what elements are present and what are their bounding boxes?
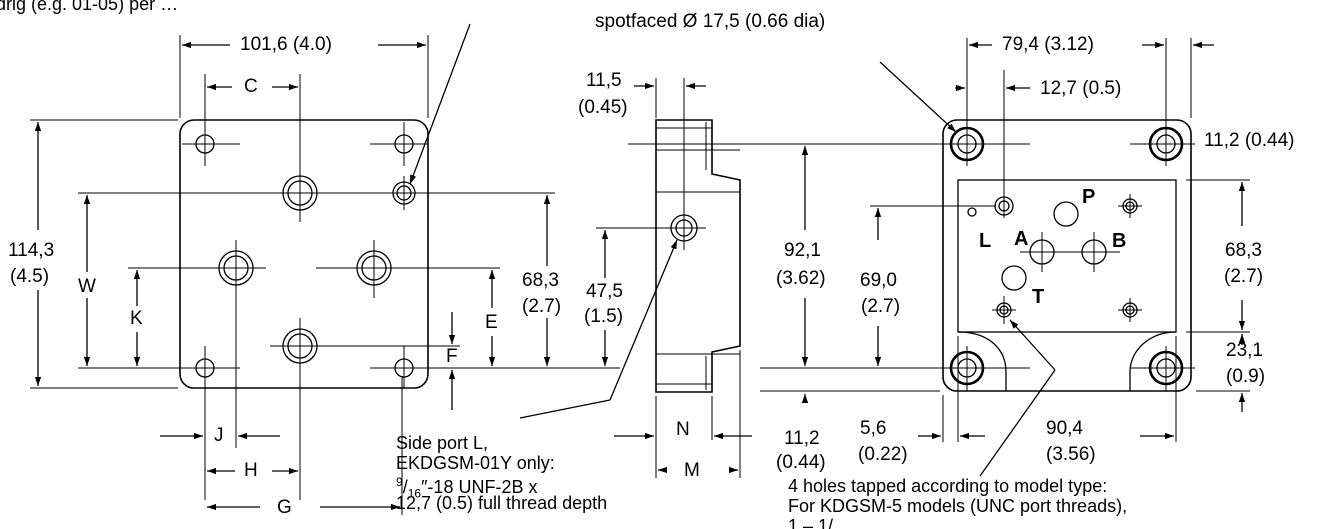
label-68-3-mm: 68,3 xyxy=(1225,240,1262,261)
right-plate-outline xyxy=(942,119,1192,392)
label-79-4: 79,4 (3.12) xyxy=(1002,34,1094,55)
tapped-note-line-3: 1 – 1/… xyxy=(788,516,852,529)
label-69-0-mm: 69,0 xyxy=(860,270,897,291)
label-overall-height-mm: 114,3 xyxy=(8,240,55,261)
label-69-0-in: (2.7) xyxy=(861,296,901,317)
label-e: E xyxy=(485,312,498,333)
port-label-l: L xyxy=(979,230,992,252)
thread-den: 16 xyxy=(407,486,422,501)
top-note-left: drig (e.g. 01-05) per … xyxy=(0,0,179,14)
label-f: F xyxy=(446,346,458,367)
label-h: H xyxy=(244,460,258,481)
side-profile xyxy=(655,119,741,393)
label-92-1-in: (3.62) xyxy=(776,268,826,289)
label-11-2-bottom-mm: 11,2 xyxy=(784,428,820,449)
label-11-2-top: 11,2 (0.44) xyxy=(1204,130,1295,151)
right-ports xyxy=(967,70,1142,324)
label-11-5-in: (0.45) xyxy=(578,97,628,118)
thread-num: 9 xyxy=(396,475,403,489)
port-label-a: A xyxy=(1014,228,1029,250)
label-11-2-bottom-in: (0.44) xyxy=(776,452,826,473)
port-label-p: P xyxy=(1082,186,1096,208)
label-overall-height-in: (4.5) xyxy=(10,266,50,287)
side-port-line-3: 9/16″-18 UNF-2B x xyxy=(396,475,538,501)
label-k: K xyxy=(130,308,143,329)
label-c: C xyxy=(244,76,258,97)
label-23-1-mm: 23,1 xyxy=(1226,340,1263,361)
label-90-4-mm: 90,4 xyxy=(1046,418,1083,439)
label-m: M xyxy=(684,460,700,481)
label-5-6-in: (0.22) xyxy=(858,444,908,465)
label-68-3-in: (2.7) xyxy=(1224,266,1264,287)
side-port-line-1: Side port L, xyxy=(396,433,489,453)
label-68-in-left: (2.7) xyxy=(522,296,562,317)
label-j: J xyxy=(214,425,224,446)
valve-mounting-face xyxy=(957,179,1177,333)
thread-suffix: ″-18 xyxy=(421,477,454,497)
label-11-5-mm: 11,5 xyxy=(586,70,622,91)
label-47-5-in: (1.5) xyxy=(584,306,624,327)
left-bolt-holes xyxy=(182,122,428,388)
right-view xyxy=(628,38,1250,477)
tapped-note-line-2: For KDGSM-5 models (UNC port threads), xyxy=(788,496,1128,516)
label-92-1-mm: 92,1 xyxy=(784,240,821,261)
label-n: N xyxy=(676,419,690,440)
label-12-7: 12,7 (0.5) xyxy=(1040,78,1122,99)
side-view xyxy=(519,78,752,478)
port-label-b: B xyxy=(1112,230,1127,252)
label-overall-width: 101,6 (4.0) xyxy=(240,34,332,55)
label-5-6-mm: 5,6 xyxy=(860,418,887,439)
thread-spec: UNF-2B x xyxy=(458,477,538,497)
label-w: W xyxy=(78,276,96,297)
left-plate-outline xyxy=(179,119,429,389)
left-view xyxy=(30,23,620,515)
label-68-mm-left: 68,3 xyxy=(522,270,559,291)
top-note-spotfaced: spotfaced Ø 17,5 (0.66 dia) xyxy=(595,11,826,32)
side-port-line-4: 12,7 (0.5) full thread depth xyxy=(396,493,608,513)
label-90-4-in: (3.56) xyxy=(1046,444,1096,465)
tapped-note-line-1: 4 holes tapped according to model type: xyxy=(788,476,1108,496)
label-23-1-in: (0.9) xyxy=(1226,366,1266,387)
label-47-5-mm: 47,5 xyxy=(586,281,623,302)
port-label-t: T xyxy=(1032,286,1045,308)
side-port-line-2: EKDGSM-01Y only: xyxy=(396,453,555,473)
label-g: G xyxy=(277,497,292,518)
